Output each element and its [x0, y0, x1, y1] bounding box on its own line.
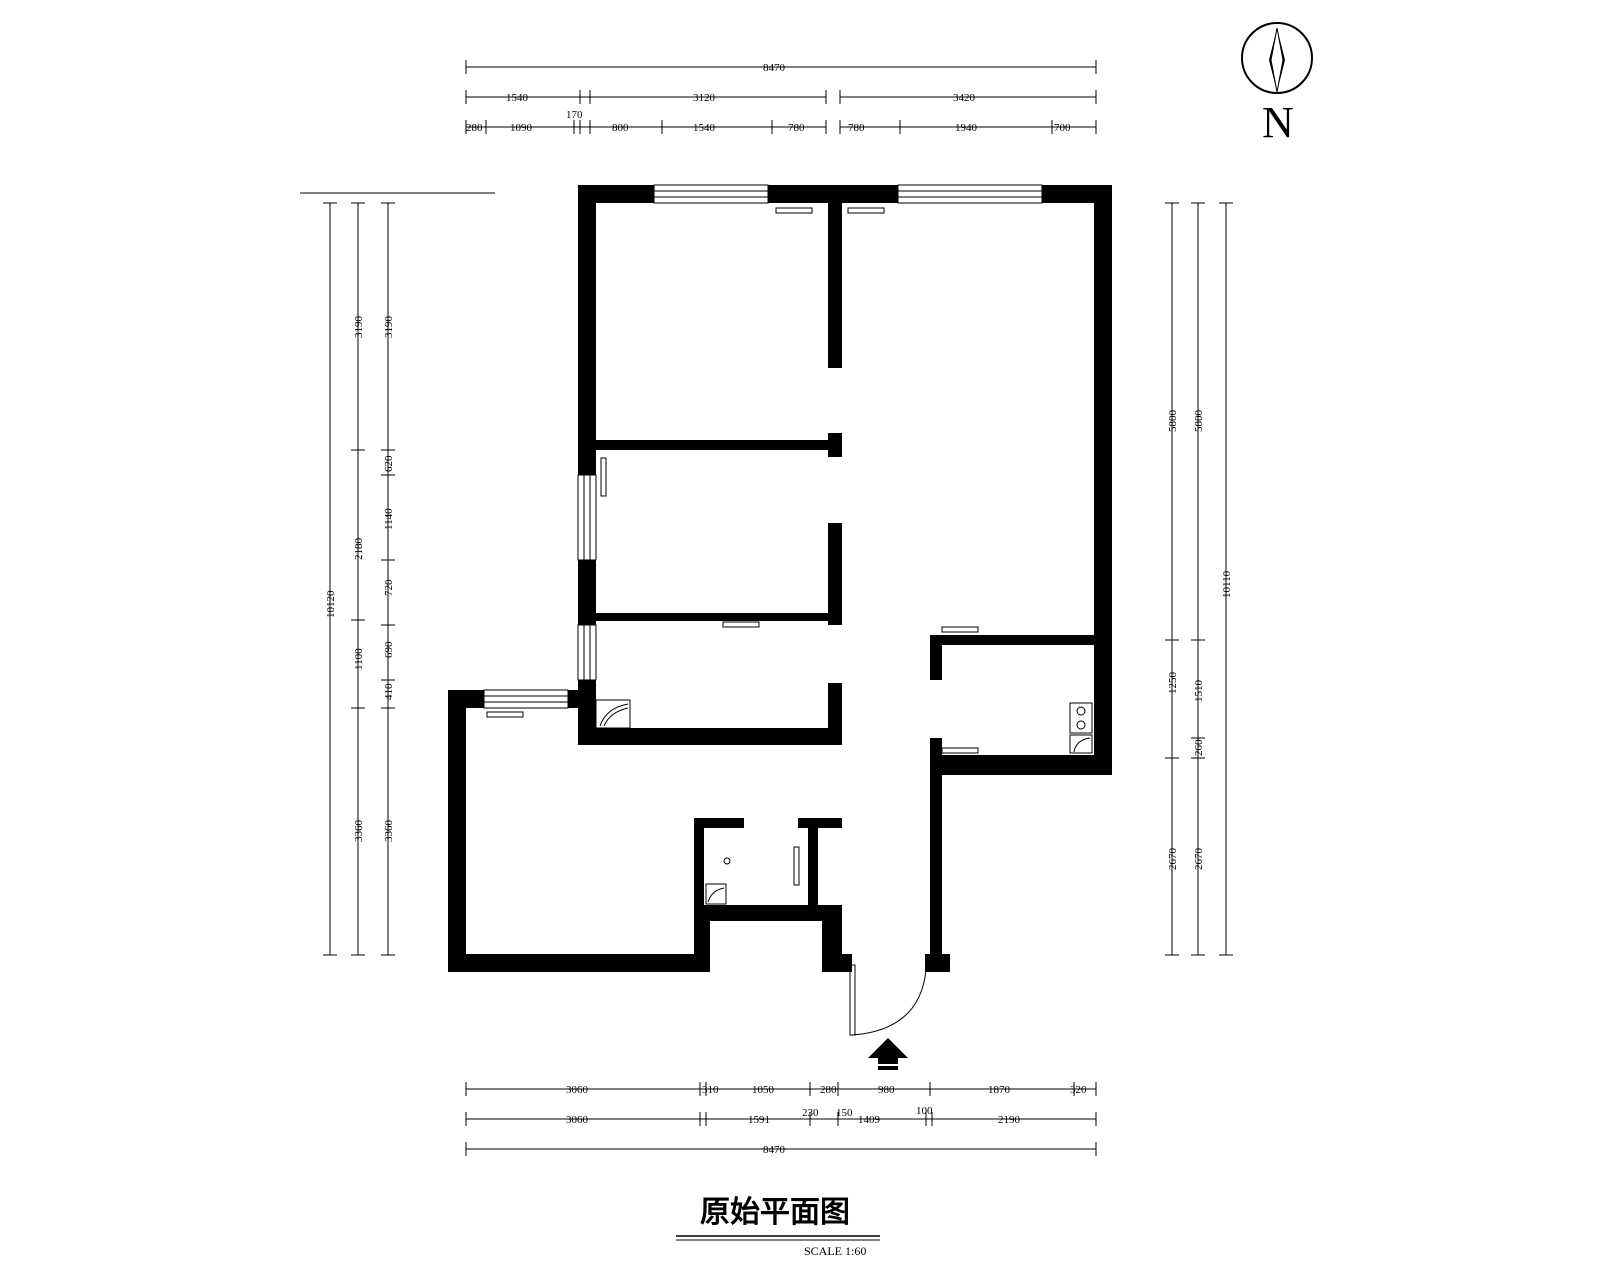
- radiators: [486, 207, 979, 886]
- dim-top-mid-2: 3120: [693, 92, 716, 104]
- windows: [483, 184, 1043, 709]
- stove-icon: [1069, 702, 1093, 734]
- dim-right-inner-1: 5800: [1167, 410, 1179, 433]
- right-dimensions: 5800 1250 2670 5800 1510 260 2670 10110: [1167, 410, 1233, 871]
- dim-right-inner-2: 1250: [1167, 672, 1179, 695]
- walls: [448, 185, 1112, 972]
- dim-left-inner-7: 3360: [383, 820, 395, 843]
- dim-left-mid-1: 3190: [353, 316, 365, 339]
- dim-left-inner-5: 690: [383, 641, 395, 658]
- entrance-arrow-icon: [868, 1038, 908, 1070]
- floor-drain-icon: [723, 857, 731, 865]
- dim-top-fine-1: 280: [466, 122, 483, 134]
- dim-left-mid-4: 3360: [353, 820, 365, 843]
- left-dimensions: 10120 3190 2180 1100 3360 3190 620 1140 …: [325, 316, 395, 843]
- dim-left-inner-6: 410: [383, 683, 395, 700]
- dim-bottom-r2-2: 1591: [748, 1114, 770, 1126]
- dim-left-inner-2: 620: [383, 455, 395, 472]
- north-arrow-icon: N: [1241, 22, 1313, 147]
- kitchen-sink-icon: [1069, 734, 1093, 754]
- dim-top-mid-3: 3420: [953, 92, 976, 104]
- dim-bottom-r2-3: 230: [802, 1107, 819, 1119]
- dim-right-inner-3: 2670: [1167, 848, 1179, 871]
- dim-left-inner-1: 3190: [383, 316, 395, 339]
- dim-bottom-r1-4: 280: [820, 1084, 837, 1096]
- dim-left-inner-3: 1140: [383, 508, 395, 530]
- north-label: N: [1262, 98, 1294, 147]
- dim-left-inner-4: 720: [383, 579, 395, 596]
- dim-bottom-r1-2: 310: [702, 1084, 719, 1096]
- scale-label: SCALE 1:60: [804, 1244, 866, 1258]
- dim-bottom-r2-5: 1409: [858, 1114, 881, 1126]
- dim-right-mid-1: 5800: [1193, 410, 1205, 433]
- dim-right-mid-3: 260: [1193, 739, 1205, 756]
- dim-top-total: 8470: [763, 62, 786, 74]
- door-swing-icon: [849, 964, 927, 1036]
- dim-left-mid-2: 2180: [353, 538, 365, 561]
- dim-top-fine-5: 780: [788, 122, 805, 134]
- dim-bottom-r1-7: 320: [1070, 1084, 1087, 1096]
- top-dimensions: 8470 1540 170 3120 3420 280 1090 800 154…: [466, 62, 1071, 134]
- dim-bottom-r1-5: 980: [878, 1084, 895, 1096]
- dimension-ticks: [323, 60, 1233, 1156]
- dim-top-fine-3: 800: [612, 122, 629, 134]
- dim-top-fine-6: 780: [848, 122, 865, 134]
- dim-bottom-r2-1: 3060: [566, 1114, 589, 1126]
- drawing-title-block: 原始平面图 SCALE 1:60: [676, 1195, 880, 1258]
- bathroom-sink-icon: [705, 883, 727, 905]
- dim-right-mid-2: 1510: [1193, 680, 1205, 703]
- dim-bottom-total: 8470: [763, 1144, 786, 1156]
- dim-top-fine-7: 1940: [955, 122, 978, 134]
- dim-bottom-r1-1: 3060: [566, 1084, 589, 1096]
- dimension-lines: [329, 66, 1227, 1150]
- dim-bottom-r2-4: 150: [836, 1107, 853, 1119]
- corner-fixture-icon: [595, 699, 631, 729]
- dim-bottom-r1-3: 1050: [752, 1084, 775, 1096]
- dim-left-outer-1: 10120: [325, 590, 337, 618]
- drawing-title: 原始平面图: [700, 1195, 850, 1230]
- dim-bottom-r2-7: 2190: [998, 1114, 1021, 1126]
- dim-top-fine-2: 1090: [510, 122, 533, 134]
- dim-right-mid-4: 2670: [1193, 848, 1205, 871]
- dim-bottom-r2-6: 100: [916, 1105, 933, 1117]
- dim-bottom-r1-6: 1870: [988, 1084, 1011, 1096]
- dim-right-outer-1: 10110: [1221, 570, 1233, 598]
- dim-top-mid-1: 1540: [506, 92, 529, 104]
- dim-top-mid-extra: 170: [566, 109, 583, 121]
- dim-left-mid-3: 1100: [353, 648, 365, 670]
- dim-top-fine-8: 700: [1054, 122, 1071, 134]
- dim-top-fine-4: 1540: [693, 122, 716, 134]
- bottom-dimensions: 3060 310 1050 280 980 1870 320 3060 1591…: [566, 1084, 1087, 1156]
